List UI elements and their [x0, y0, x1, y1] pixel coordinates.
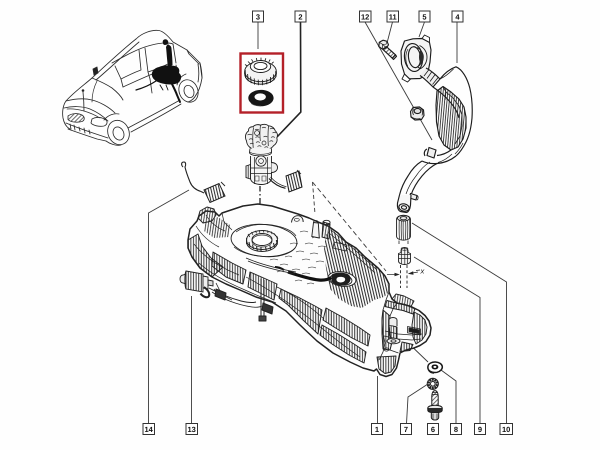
svg-text:1: 1 [375, 425, 379, 434]
svg-text:3: 3 [256, 13, 260, 22]
svg-text:6: 6 [431, 425, 435, 434]
svg-text:12: 12 [361, 13, 369, 22]
svg-text:5: 5 [422, 13, 426, 22]
svg-text:8: 8 [454, 425, 458, 434]
svg-text:11: 11 [389, 13, 397, 22]
svg-text:x: x [420, 267, 425, 276]
svg-text:9: 9 [478, 425, 482, 434]
svg-text:13: 13 [188, 425, 196, 434]
svg-text:4: 4 [455, 13, 460, 22]
svg-text:7: 7 [404, 425, 408, 434]
svg-text:10: 10 [502, 425, 510, 434]
svg-text:14: 14 [145, 425, 154, 434]
svg-text:2: 2 [298, 13, 302, 22]
